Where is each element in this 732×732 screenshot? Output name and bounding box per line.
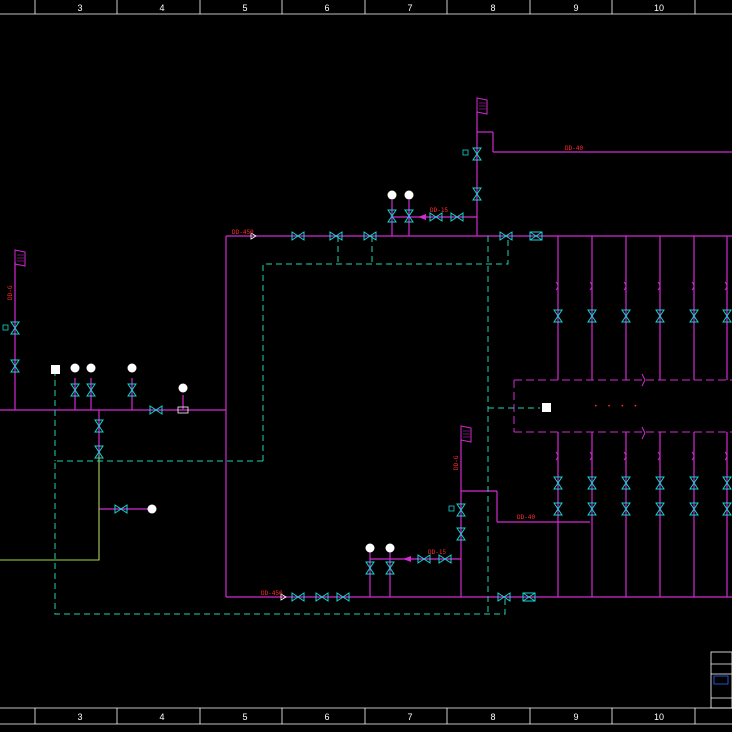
grid-num-top-2: 5 <box>242 3 247 13</box>
grid-top-numbers: 3 4 5 6 7 8 9 10 <box>77 3 664 13</box>
label-mid-vertical: DD-G <box>453 455 460 470</box>
grid-num-top-5: 8 <box>490 3 495 13</box>
grid-num-top-1: 4 <box>159 3 164 13</box>
grid-num-top-4: 7 <box>407 3 412 13</box>
instrument-gauges <box>2 149 551 602</box>
label-top-right: DD-40 <box>565 145 583 152</box>
vent-flags <box>14 97 488 443</box>
label-left-vertical: DD-G <box>7 285 14 300</box>
valves <box>10 147 732 602</box>
grid-num-top-3: 6 <box>324 3 329 13</box>
label-upper-branch: DD-15 <box>430 207 448 214</box>
flow-arrows <box>250 214 426 601</box>
grid-num-top-0: 3 <box>77 3 82 13</box>
grid-num-bottom-2: 5 <box>242 712 247 722</box>
grid-num-bottom-5: 8 <box>490 712 495 722</box>
grid-num-bottom-6: 9 <box>573 712 578 722</box>
label-lower-right: DD-40 <box>517 514 535 521</box>
signal-lines <box>54 236 540 615</box>
pipe-labels: DD-450 DD-450 DD-15 DD-15 DD-40 DD-40 DD… <box>7 145 640 597</box>
utility-line <box>0 455 100 561</box>
grid-num-bottom-0: 3 <box>77 712 82 722</box>
grid-bottom-numbers: 3 4 5 6 7 8 9 10 <box>77 712 664 722</box>
grid-num-bottom-4: 7 <box>407 712 412 722</box>
title-block <box>710 651 732 709</box>
label-upper-main: DD-450 <box>232 229 254 236</box>
label-lower-branch: DD-15 <box>428 549 446 556</box>
grid-num-bottom-1: 4 <box>159 712 164 722</box>
grid-num-bottom-7: 10 <box>654 712 664 722</box>
grid-num-top-7: 10 <box>654 3 664 13</box>
flex-connectors <box>555 281 728 461</box>
grid-num-top-6: 9 <box>573 3 578 13</box>
process-pipes <box>0 112 732 598</box>
svg-text:• • • •: • • • • <box>594 403 640 410</box>
label-lower-main: DD-450 <box>261 590 283 597</box>
grid-num-bottom-3: 6 <box>324 712 329 722</box>
